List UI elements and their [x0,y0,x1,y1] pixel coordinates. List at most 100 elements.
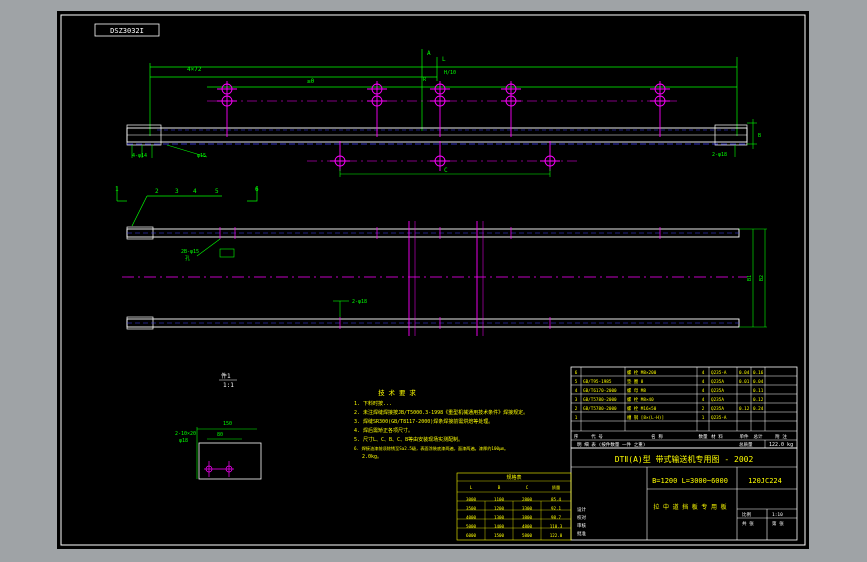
spec-cell: B [498,485,501,490]
callout-2: 2 [155,188,159,195]
bom-cell-code: GB/T5780-2000 [583,406,617,412]
bom-cell-qty: 4 [702,397,705,403]
dim-right-c: B [758,133,761,139]
bom-header-cell: 数量 [699,433,708,440]
spec-table: 规格表 [456,472,572,541]
bom-cell-name: 螺 栓 M8×40 [627,396,654,403]
bom-cell-name: 垫 圈 8 [627,378,644,385]
callout-5: 5 [215,188,219,195]
dim-top2: ≥0 [307,78,315,85]
tech-note-4: 4. 焊后需矫正各项尺寸。 [354,427,413,434]
bom-cell-qty: 4 [702,388,705,394]
bom-cell-mass: 0.04 [739,370,750,376]
bom-cell-name: 螺 栓 M8×200 [627,369,657,376]
spec-cell: 110.3 [550,524,563,529]
bom-cell-name: 螺 栓 M16×50 [627,405,657,412]
title-cell-scale: 比例 [742,511,751,518]
bom-cell-total: 0.16 [753,370,764,376]
spec-title: 规格表 [506,474,521,481]
dim-top1: 4×72 [187,66,202,73]
bom-cell-qty: 4 [702,379,705,385]
spec-cell: L [470,485,473,490]
callouts: 1 2 3 4 5 6 [115,186,259,227]
bom-cell-no: 2 [575,406,578,412]
tech-note-end: 2.0kg。 [362,454,382,460]
bom-header-cell: 名 称 [651,433,663,440]
title-sign-review: 审核 [577,522,586,529]
title-sign-approve: 批准 [577,530,586,537]
spec-cell: 1200 [494,506,505,511]
bom-cell-name: 螺 母 M8 [627,387,646,394]
dim-right-b: 2-φ18 [712,152,727,158]
bom-cell-total: 0.24 [753,406,764,412]
spec-cell: 1500 [494,533,505,538]
spec-cell: 3500 [466,506,477,511]
bom-header-cell: 总计 [754,433,763,440]
tech-note-6: 6. 焊接油漆前须除锈至Sa2.5级，表面涂装底漆两遍，面漆两遍。漆厚约100μ… [354,445,508,452]
spec-cell: 122.0 [550,533,563,538]
bom-table [570,366,798,449]
spec-cell: 2800 [522,497,533,502]
spec-cell: 4800 [522,524,533,529]
dim-top3: L [442,56,446,63]
callout-3: 3 [175,188,179,195]
bom-cell-no: 5 [575,379,578,385]
bom-cell-no: 1 [575,415,578,421]
detail-width: 150 [223,421,232,427]
bom-weight-unit: 总质量 [739,441,753,448]
dim-left-a: 4-φ14 [132,153,147,159]
bom-cell-code: GB/T6170-2000 [583,388,617,394]
bom-header-cell: 附 注 [775,433,787,440]
bom-header-cell: 单件 [740,433,749,440]
bom-header-cell: 序 [574,433,579,440]
drawing-sheet: DSZ3032I 4×72 ≥0 L A H/10 R [57,11,809,549]
plan-view: 2B-φ15 孔 2-φ18 B1 B2 [122,221,767,336]
bom-weight-label: 明 细 表 (按件数量 一件 之重) [577,441,645,448]
spec-cell: C [526,485,529,490]
bom-cell-mat: Q235A [711,379,724,385]
bom-header-cell: 材 料 [711,433,723,440]
spec-cell: 质量 [552,484,560,491]
dim-left-b: φ15 [197,153,206,159]
bom-header-cell: 代 号 [591,433,603,440]
bom-cell-mat: Q235-A [711,415,727,421]
bom-cell-code: GB/T95-1985 [583,379,612,385]
callout-1: 1 [115,186,119,193]
callout-6: 6 [255,186,259,193]
detail-view: 件1 1:1 150 80 2-10×20 φ18 [175,372,262,480]
bom-cell-no: 6 [575,370,578,376]
bom-cell-total: 0.11 [753,388,764,394]
bom-cell-mat: Q235A [711,406,724,412]
bom-cell-no: 4 [575,388,578,394]
bom-cell-qty: 2 [702,406,705,412]
title-sign-check: 校对 [577,514,586,521]
cad-drawing[interactable]: DSZ3032I 4×72 ≥0 L A H/10 R [57,11,809,549]
title-sign-design: 设计 [577,506,586,513]
spec-cell: 3000 [466,497,477,502]
spec-cell: 6000 [466,533,477,538]
title-block: DTⅡ(A)型 带式输送机专用图 - 2002 B=1200 L=3000~60… [570,447,798,541]
spec-cell: 4000 [466,515,477,520]
tech-note-3: 3. 焊缝SR300(GB/T8117-2000)焊条焊接前需烘焙等处理。 [354,418,493,425]
spec-cell: 98.7 [551,515,562,520]
drawing-code: DSZ3032I [110,27,144,35]
bom-cell-mat: Q235-A [711,370,727,376]
dim-top6: R [423,77,427,83]
bom-cell-total: 0.04 [753,379,764,385]
spec-cell: 85.4 [551,497,562,502]
bom-cell-qty: 1 [702,415,705,421]
tech-title: 技 术 要 求 [378,388,416,397]
tech-note-2: 2. 未注焊缝焊接按JB/T5000.3-1998《重型机械通用技术条件》焊接规… [354,409,528,416]
title-spec: B=1200 L=3000~6000 [652,477,728,485]
spec-cell: 5800 [522,533,533,538]
bom-cell-no: 3 [575,397,578,403]
spec-cell: 1400 [494,524,505,529]
spec-cell: 3300 [522,506,533,511]
plan-left-label: 2B-φ15 [181,249,199,255]
spec-cell: 1100 [494,497,505,502]
detail-view-label: 件1 [221,372,231,380]
tech-note-1: 1. 下料时按... [354,400,392,407]
title-cell-scale-value: 1:10 [772,512,783,518]
title-cell-sheet: 第 张 [772,520,784,527]
bom-cell-mat: Q235A [711,397,724,403]
